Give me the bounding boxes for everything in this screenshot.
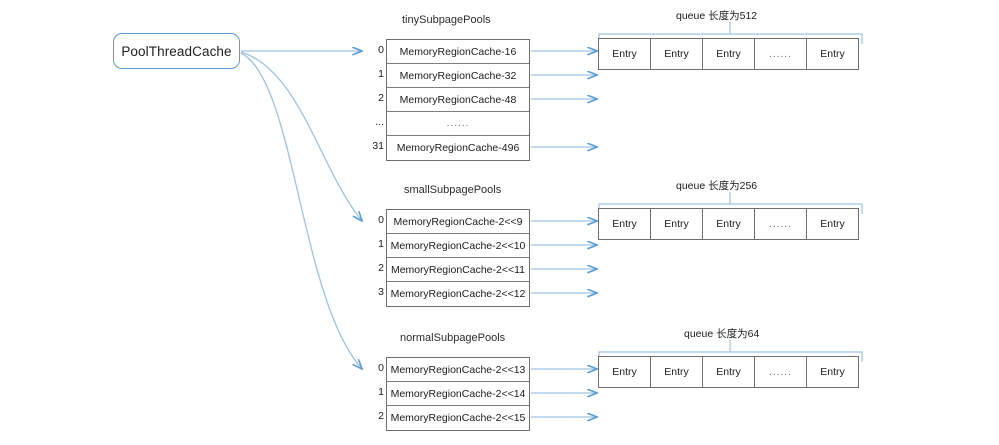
queue-cell-tiny-1[interactable]: Entry xyxy=(651,39,703,69)
pool-row-normal-2[interactable]: MemoryRegionCache-2<<15 xyxy=(390,412,526,424)
index-normal-1: 1 xyxy=(378,386,384,398)
queue-cell-small-3: ...... xyxy=(755,209,807,239)
arrow-root-to-small xyxy=(240,51,362,221)
index-small-2: 2 xyxy=(378,262,384,274)
queue-cell-normal-4[interactable]: Entry xyxy=(820,366,845,378)
pool-row-tiny-3: ...... xyxy=(387,112,529,136)
queue-cell-tiny-3: ...... xyxy=(755,39,807,69)
pool-row-small-0[interactable]: MemoryRegionCache-2<<9 xyxy=(387,210,529,234)
queue-label-tiny: queue 长度为512 xyxy=(676,10,758,22)
queue-cell-small-1[interactable]: Entry xyxy=(651,209,703,239)
queue-table-normal: Entry Entry Entry ...... Entry xyxy=(598,356,859,388)
index-normal-0: 0 xyxy=(378,362,384,374)
index-tiny-1: 1 xyxy=(378,68,384,80)
queue-label-normal: queue 长度为64 xyxy=(684,328,760,340)
queue-label-small: queue 长度为256 xyxy=(676,180,758,192)
index-normal-2: 2 xyxy=(378,410,384,422)
queue-cell-normal-1[interactable]: Entry xyxy=(651,357,703,387)
queue-cell-small-0[interactable]: Entry xyxy=(599,209,651,239)
index-tiny-3: ... xyxy=(375,116,384,128)
pool-table-normal: MemoryRegionCache-2<<13 MemoryRegionCach… xyxy=(386,357,530,431)
index-tiny-2: 2 xyxy=(378,92,384,104)
pool-title-tiny: tinySubpagePools xyxy=(402,14,491,26)
queue-cell-tiny-2[interactable]: Entry xyxy=(703,39,755,69)
pool-row-normal-1[interactable]: MemoryRegionCache-2<<14 xyxy=(387,382,529,406)
pool-row-small-3[interactable]: MemoryRegionCache-2<<12 xyxy=(390,288,526,300)
queue-table-small: Entry Entry Entry ...... Entry xyxy=(598,208,859,240)
index-small-1: 1 xyxy=(378,238,384,250)
arrow-root-to-normal xyxy=(240,52,362,369)
pool-table-small: MemoryRegionCache-2<<9 MemoryRegionCache… xyxy=(386,209,530,307)
queue-cell-tiny-0[interactable]: Entry xyxy=(599,39,651,69)
index-small-0: 0 xyxy=(378,214,384,226)
pool-row-tiny-2[interactable]: MemoryRegionCache-48 xyxy=(387,88,529,112)
queue-cell-small-4[interactable]: Entry xyxy=(820,218,845,230)
pool-row-normal-0[interactable]: MemoryRegionCache-2<<13 xyxy=(387,358,529,382)
index-tiny-4: 31 xyxy=(372,140,384,152)
queue-cell-tiny-4[interactable]: Entry xyxy=(820,48,845,60)
queue-table-tiny: Entry Entry Entry ...... Entry xyxy=(598,38,859,70)
pool-row-tiny-4[interactable]: MemoryRegionCache-496 xyxy=(396,142,520,154)
queue-cell-normal-2[interactable]: Entry xyxy=(703,357,755,387)
queue-cell-normal-0[interactable]: Entry xyxy=(599,357,651,387)
pool-row-tiny-0[interactable]: MemoryRegionCache-16 xyxy=(387,40,529,64)
index-small-3: 3 xyxy=(378,286,384,298)
queue-cell-normal-3: ...... xyxy=(755,357,807,387)
index-tiny-0: 0 xyxy=(378,44,384,56)
queue-cell-small-2[interactable]: Entry xyxy=(703,209,755,239)
pool-thread-cache-label: PoolThreadCache xyxy=(121,43,232,59)
pool-thread-cache-node[interactable]: PoolThreadCache xyxy=(113,33,240,69)
pool-row-small-2[interactable]: MemoryRegionCache-2<<11 xyxy=(387,258,529,282)
pool-title-small: smallSubpagePools xyxy=(404,184,502,196)
pool-row-small-1[interactable]: MemoryRegionCache-2<<10 xyxy=(387,234,529,258)
pool-row-tiny-1[interactable]: MemoryRegionCache-32 xyxy=(387,64,529,88)
pool-title-normal: normalSubpagePools xyxy=(400,332,506,344)
pool-table-tiny: MemoryRegionCache-16 MemoryRegionCache-3… xyxy=(386,39,530,161)
